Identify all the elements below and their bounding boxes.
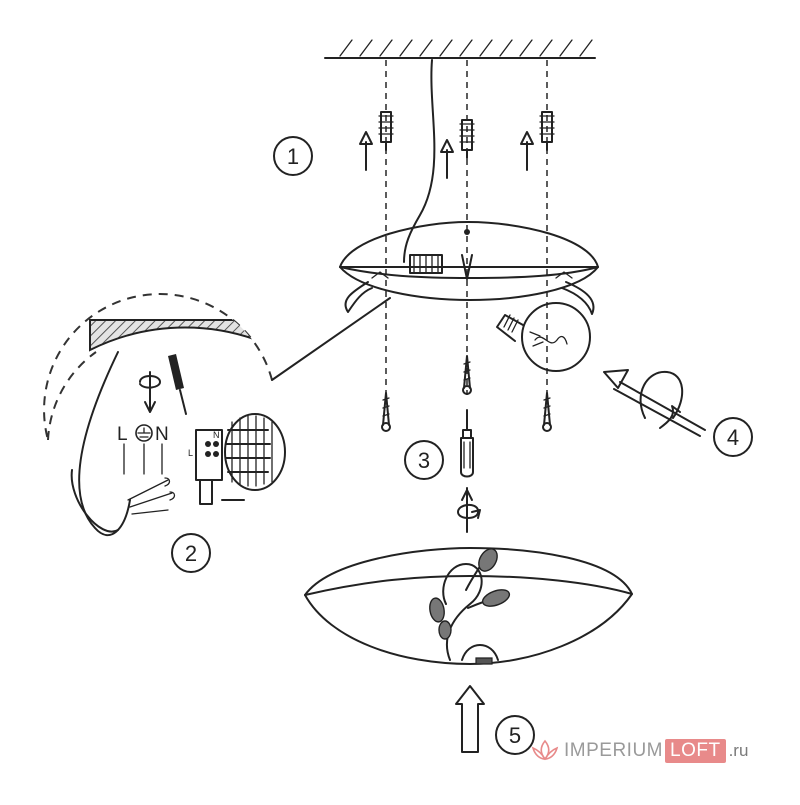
block-label-N: N [213, 430, 220, 440]
watermark-brand-a: IMPERIUM [564, 740, 663, 761]
rotate-arrow-icon [457, 487, 481, 533]
terminal-symbols: L N [117, 424, 169, 475]
light-bulb-icon [496, 302, 591, 372]
wall-plug-icon [539, 111, 555, 151]
step-4-number: 4 [727, 425, 739, 450]
up-arrow-icon [455, 685, 485, 753]
wiring-detail: L N L N [43, 293, 391, 536]
screw-icon [542, 392, 552, 432]
lamp-holder-icon [221, 413, 286, 501]
step-5: 5 [495, 715, 535, 755]
watermark: IMPERIUM LOFT .ru [530, 734, 748, 768]
step-2-number: 2 [185, 541, 197, 566]
screwdriver-icon [168, 354, 187, 415]
power-cable [403, 59, 436, 263]
symbol-L: L [117, 424, 128, 445]
up-arrow-icon [359, 131, 373, 171]
step-1: 1 [273, 136, 313, 176]
ceiling-base-plate [339, 221, 599, 315]
step-3-number: 3 [418, 448, 430, 473]
up-arrow-icon [440, 139, 454, 179]
glass-shade [304, 547, 633, 665]
step-3: 3 [404, 440, 444, 480]
watermark-tld: .ru [728, 741, 749, 760]
symbol-N: N [155, 424, 169, 445]
rotate-arrow-icon [139, 371, 161, 413]
lotus-logo-icon [531, 739, 559, 761]
screw-icon [462, 355, 472, 395]
watermark-brand-b: LOFT [665, 739, 726, 763]
insert-arrow-icon [603, 369, 706, 437]
wall-plug-icon [459, 119, 475, 159]
vine-decoration [429, 548, 511, 661]
block-label-L: L [188, 448, 193, 458]
step-5-number: 5 [509, 723, 521, 748]
step-2: 2 [171, 533, 211, 573]
wall-plug-icon [378, 111, 394, 151]
step-4: 4 [713, 417, 753, 457]
terminal-block: L N [188, 429, 223, 505]
up-arrow-icon [520, 131, 534, 171]
screwdriver-icon [460, 409, 474, 478]
screw-icon [381, 392, 391, 432]
ceiling [324, 39, 596, 59]
step-1-number: 1 [287, 144, 299, 169]
